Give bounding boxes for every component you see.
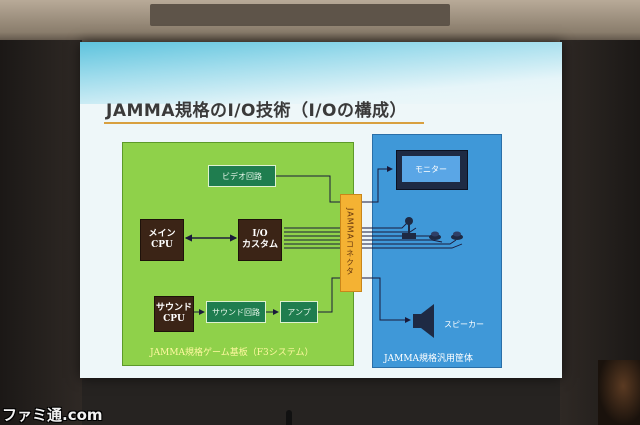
presenter-silhouette xyxy=(598,360,640,425)
button-icon xyxy=(429,231,463,240)
main-cpu-box: メイン CPU xyxy=(140,219,184,261)
io-custom-box: I/O カスタム xyxy=(238,219,282,261)
title-underline xyxy=(104,122,424,124)
jamma-connector xyxy=(340,194,362,292)
speaker-line xyxy=(360,277,411,323)
left-wall xyxy=(0,40,82,425)
microphone xyxy=(286,410,292,425)
speaker-icon xyxy=(413,304,434,338)
video-circuit-box: ビデオ回路 xyxy=(208,165,276,187)
slide-header-decoration xyxy=(80,42,562,104)
connection-lines xyxy=(184,166,463,338)
jamma-connector-label: JAMMAコネクタ xyxy=(345,208,355,276)
speaker-label: スピーカー xyxy=(444,320,484,329)
sound-cpu-box: サウンド CPU xyxy=(154,296,194,332)
slide-title: JAMMA規格のI/O技術（I/Oの構成） xyxy=(106,101,407,121)
board-label: JAMMA規格ゲーム基板（F3システム） xyxy=(150,348,314,358)
ceiling-light-panel xyxy=(150,4,450,26)
joystick-icon xyxy=(402,217,416,239)
video-line xyxy=(276,175,340,203)
monitor-label: モニター xyxy=(402,156,460,182)
watermark: ファミ通.com xyxy=(2,406,103,424)
sound-circuit-box: サウンド回路 xyxy=(206,301,266,323)
projected-slide: JAMMA規格のI/O技術（I/Oの構成） xyxy=(80,42,562,378)
monitor-line xyxy=(360,166,393,203)
cabinet-label: JAMMA規格汎用筐体 xyxy=(384,354,474,364)
amp-box: アンプ xyxy=(280,301,318,323)
